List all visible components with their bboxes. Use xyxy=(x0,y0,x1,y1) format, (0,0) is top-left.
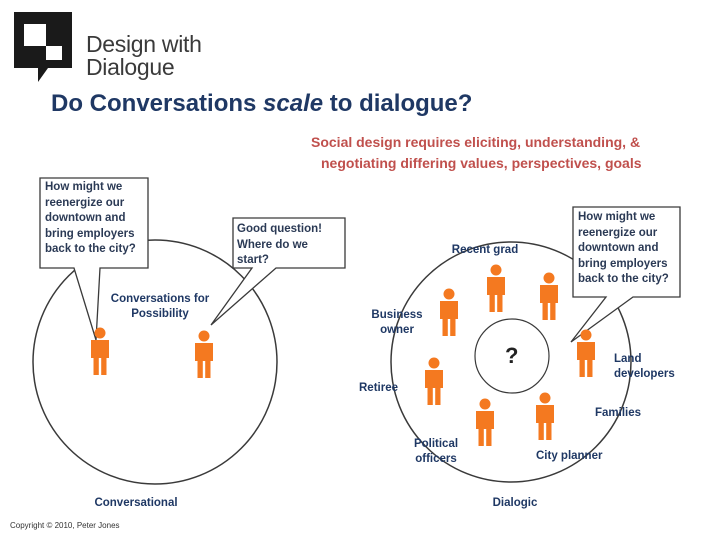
label-line: Possibility xyxy=(131,308,189,320)
bubble-line: downtown and xyxy=(578,242,659,254)
city-planner-label: City planner xyxy=(536,450,603,462)
person-icon xyxy=(536,392,554,440)
label-line: developers xyxy=(614,368,675,380)
retiree-label: Retiree xyxy=(359,382,398,394)
bubble-line: back to the city? xyxy=(45,243,136,255)
bubble-line: Good question! xyxy=(237,223,322,235)
middle-bubble-text: Good question! Where do we start? xyxy=(237,222,343,269)
copyright-text: Copyright © 2010, Peter Jones xyxy=(10,521,120,530)
conversations-for-possibility-label: Conversations for Possibility xyxy=(90,292,230,322)
person-icon xyxy=(577,329,595,377)
middle-speech-bubble xyxy=(210,217,346,326)
label-line: Conversations for xyxy=(110,293,210,305)
subtitle-line1: Social design requires eliciting, unders… xyxy=(311,134,641,150)
label-line: Land xyxy=(614,353,642,365)
speech-bubble-logo-icon xyxy=(14,12,72,82)
page-title: Do Conversations scale to dialogue? xyxy=(51,90,473,117)
left-speech-bubble xyxy=(39,177,149,341)
bubble-line: start? xyxy=(237,254,269,266)
center-circle xyxy=(474,318,550,394)
person-icon xyxy=(540,272,558,320)
person-icon xyxy=(425,357,443,405)
bubble-line: reenergize our xyxy=(578,226,658,239)
logo-line2: Dialogue xyxy=(86,54,175,80)
dialogic-caption: Dialogic xyxy=(492,497,538,509)
label-line: Business xyxy=(371,309,423,321)
person-icon xyxy=(195,330,213,378)
bubble-line: Where do we xyxy=(237,238,308,251)
logo-line1: Design with xyxy=(86,31,202,57)
right-speech-bubble xyxy=(570,206,681,343)
recent-grad-label: Recent grad xyxy=(451,244,519,256)
political-officers-label: Political officers xyxy=(401,437,471,467)
conversational-circle xyxy=(32,239,278,485)
bubble-line: How might we xyxy=(578,211,656,223)
bubble-line: downtown and xyxy=(45,212,126,224)
subtitle-line2: negotiating differing values, perspectiv… xyxy=(321,155,642,171)
person-icon xyxy=(440,288,458,336)
label-line: officers xyxy=(415,453,457,465)
person-icon xyxy=(487,264,505,312)
label-line: Political xyxy=(413,438,459,450)
families-label: Families xyxy=(595,407,642,419)
bubble-line: bring employers xyxy=(45,227,135,240)
person-icon xyxy=(476,398,494,446)
question-mark: ? xyxy=(505,343,519,368)
left-bubble-text: How might we reenergize our downtown and… xyxy=(45,180,145,258)
bubble-line: bring employers xyxy=(578,257,668,270)
dialogic-circle xyxy=(390,241,632,483)
right-bubble-text: How might we reenergize our downtown and… xyxy=(578,210,678,288)
land-developers-label: Land developers xyxy=(614,352,675,382)
conversational-caption: Conversational xyxy=(94,497,178,509)
bubble-line: reenergize our xyxy=(45,196,125,209)
label-line: owner xyxy=(380,324,414,336)
bubble-line: How might we xyxy=(45,181,123,193)
bubble-line: back to the city? xyxy=(578,273,669,285)
business-owner-label: Business owner xyxy=(362,308,432,338)
